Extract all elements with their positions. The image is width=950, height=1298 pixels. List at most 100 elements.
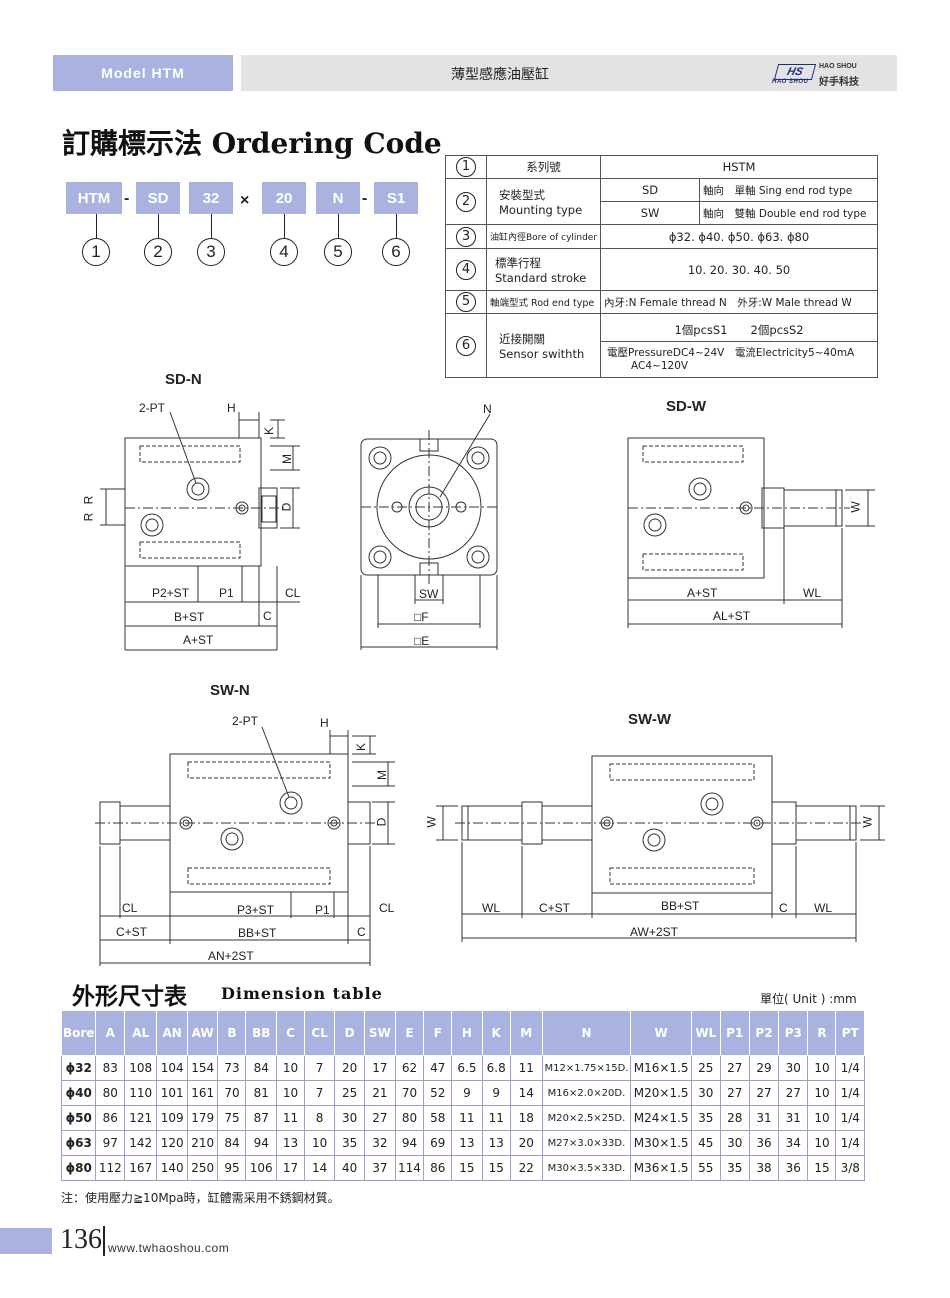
table-cell: 31 [778,1105,809,1131]
label-bbst: BB+ST [661,899,700,913]
table-cell: 210 [186,1130,219,1156]
table-cell: 30 [690,1080,721,1106]
table-cell: 20 [334,1055,366,1081]
table-cell: 108 [124,1055,158,1081]
row-number: 6 [456,335,476,356]
column-header: M [509,1010,543,1056]
logo-en: HAO SHOU [819,63,857,70]
table-cell: 14 [509,1080,543,1106]
label-r: R [81,495,96,505]
label-ast: A+ST [183,633,214,647]
page-title: 薄型感應油壓缸 [451,67,549,83]
table-cell: M20×2.5×25D. [541,1105,632,1131]
dimension-title-en: Dimension table [221,984,383,1003]
table-cell: 55 [690,1155,721,1181]
table-cell: 142 [124,1130,158,1156]
table-cell: 14 [304,1155,336,1181]
brand-logo: HS HAO SHOU HAO SHOU 好手科技 [772,61,872,88]
view-title-sd-n: SD-N [165,371,202,388]
table-cell: 11 [509,1055,543,1081]
table-cell: 94 [394,1130,425,1156]
column-header: Bore [60,1010,97,1056]
table-cell: 15 [451,1155,483,1181]
code-separator: - [124,190,130,207]
table-cell: 22 [509,1155,543,1181]
label-bst: B+ST [174,610,205,624]
code-number: 5 [324,238,352,266]
table-cell: 104 [156,1055,188,1081]
table-cell: 161 [186,1080,219,1106]
table-cell: 83 [95,1055,126,1081]
table-cell: 35 [334,1130,366,1156]
table-cell: 80 [394,1105,425,1131]
bore-cell: ϕ32 [60,1055,97,1081]
label-w: W [424,816,439,828]
option-desc: 軸向 單軸 Sing end rod type [699,178,878,202]
table-cell: 10 [304,1130,336,1156]
model-label: Model HTM [53,55,233,91]
table-cell: 18 [509,1105,543,1131]
row-number: 5 [456,292,476,312]
bore-cell: ϕ40 [60,1080,97,1106]
label-sw: SW [419,587,439,601]
logo-zh: 好手科技 [819,77,859,88]
table-cell: 1/4 [835,1130,865,1156]
label-bbst: BB+ST [238,926,277,940]
table-cell: 15 [481,1155,511,1181]
table-cell: 87 [245,1105,277,1131]
spec-label-zh: 安裝型式 [499,187,545,202]
table-cell: 17 [364,1055,396,1081]
table-cell: 3/8 [835,1155,865,1181]
spec-label-en: Sensor swithth [499,346,585,361]
table-cell: 25 [334,1080,366,1106]
code-number: 1 [82,238,110,266]
spec-label-zh: 近接開關 [499,331,545,346]
footer-bar [0,1228,52,1254]
label-c: C [263,609,272,623]
column-header: A [95,1010,126,1056]
code-number: 2 [144,238,172,266]
table-cell: 250 [186,1155,219,1181]
table-cell: 84 [217,1130,247,1156]
table-cell: M36×1.5 [630,1155,692,1181]
code-separator: - [362,190,368,207]
column-header: H [451,1010,483,1056]
table-cell: 95 [217,1155,247,1181]
label-cst: C+ST [116,925,148,939]
column-header: AN [156,1010,188,1056]
table-cell: 62 [394,1055,425,1081]
table-cell: 36 [778,1155,809,1181]
table-cell: 8 [304,1105,336,1131]
label-k: K [354,742,369,752]
column-header: AL [124,1010,158,1056]
label-alst: AL+ST [713,609,751,623]
table-cell: 37 [364,1155,396,1181]
unit-label: 單位( Unit ) :mm [760,992,857,1006]
table-cell: 112 [95,1155,126,1181]
code-series: HTM [66,182,122,214]
table-cell: 30 [778,1055,809,1081]
sensor-ac: AC4~120V [631,360,689,372]
table-cell: 11 [275,1105,306,1131]
column-header: P3 [778,1010,809,1056]
table-cell: 120 [156,1130,188,1156]
table-cell: 45 [690,1130,721,1156]
table-cell: 58 [423,1105,453,1131]
dimension-title-zh: 外形尺寸表 [72,983,187,1010]
table-cell: 80 [95,1080,126,1106]
table-cell: 17 [275,1155,306,1181]
code-number: 4 [270,238,298,266]
table-cell: 179 [186,1105,219,1131]
label-an2st: AN+2ST [208,949,254,963]
table-cell: 70 [394,1080,425,1106]
header-band [241,55,897,91]
table-cell: 35 [690,1105,721,1131]
row-number: 4 [456,259,476,280]
column-header: P1 [719,1010,750,1056]
label-p1: P1 [219,586,234,600]
table-cell: M27×3.0×33D. [541,1130,632,1156]
